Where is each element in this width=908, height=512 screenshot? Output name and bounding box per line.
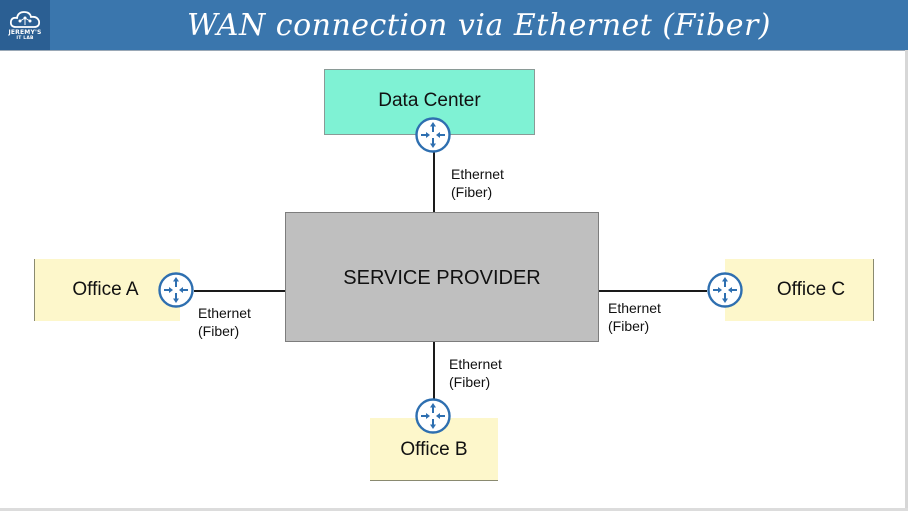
link-label-data-center: Ethernet (Fiber) bbox=[451, 165, 504, 201]
link-label-line1: Ethernet bbox=[608, 300, 661, 316]
router-office-c bbox=[707, 272, 743, 308]
router-icon bbox=[707, 272, 743, 308]
link-label-line2: (Fiber) bbox=[198, 323, 240, 339]
diagram-canvas bbox=[0, 50, 908, 512]
link-label-line1: Ethernet bbox=[451, 166, 504, 182]
office-a-node: Office A bbox=[34, 259, 180, 321]
logo-name: JEREMY'S bbox=[8, 28, 42, 36]
link-label-line2: (Fiber) bbox=[608, 318, 650, 334]
logo-subname: IT LAB bbox=[16, 35, 34, 41]
link-office-b bbox=[433, 342, 435, 400]
link-office-a bbox=[194, 290, 285, 292]
office-b-label: Office B bbox=[400, 439, 468, 460]
service-provider-node: SERVICE PROVIDER bbox=[285, 212, 599, 342]
data-center-label: Data Center bbox=[378, 90, 481, 111]
link-data-center bbox=[433, 150, 435, 212]
link-label-office-b: Ethernet (Fiber) bbox=[449, 355, 502, 391]
office-c-node: Office C bbox=[725, 259, 874, 321]
service-provider-label: SERVICE PROVIDER bbox=[343, 267, 541, 289]
slide-edge-bottom bbox=[0, 508, 908, 511]
router-icon bbox=[415, 398, 451, 434]
router-office-b bbox=[415, 398, 451, 434]
office-c-label: Office C bbox=[776, 279, 846, 300]
link-label-office-c: Ethernet (Fiber) bbox=[608, 299, 661, 335]
router-icon bbox=[415, 117, 451, 153]
cloud-logo-icon bbox=[9, 10, 41, 28]
router-icon bbox=[158, 272, 194, 308]
link-office-c bbox=[599, 290, 707, 292]
link-label-line1: Ethernet bbox=[449, 356, 502, 372]
link-label-line2: (Fiber) bbox=[451, 184, 493, 200]
link-label-office-a: Ethernet (Fiber) bbox=[198, 304, 251, 340]
page-title: WAN connection via Ethernet (Fiber) bbox=[186, 7, 772, 43]
link-label-line2: (Fiber) bbox=[449, 374, 491, 390]
jeremys-it-lab-logo: JEREMY'S IT LAB bbox=[0, 0, 50, 50]
title-bar: JEREMY'S IT LAB WAN connection via Ether… bbox=[0, 0, 908, 50]
link-label-line1: Ethernet bbox=[198, 305, 251, 321]
office-a-label: Office A bbox=[72, 279, 139, 300]
router-office-a bbox=[158, 272, 194, 308]
router-data-center bbox=[415, 117, 451, 153]
slide-edge-right bbox=[905, 50, 908, 511]
